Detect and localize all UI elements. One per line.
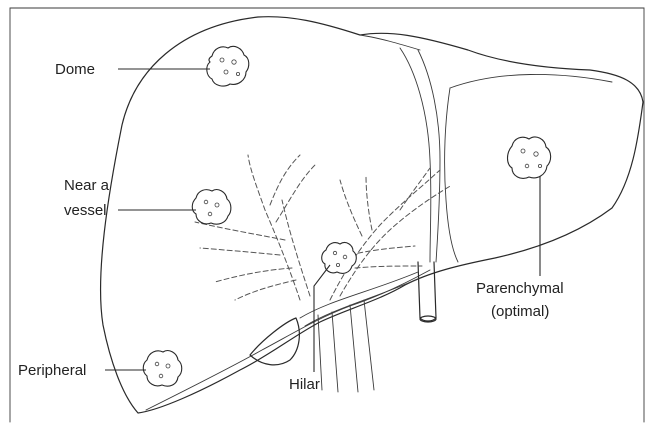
label-peripheral: Peripheral — [18, 362, 86, 379]
tumor-parenchymal — [508, 137, 551, 178]
tumor-peripheral — [143, 351, 182, 387]
label-parenchymal-line1: Parenchymal — [476, 280, 564, 297]
label-near-vessel-line1: Near a — [64, 177, 110, 194]
label-near-vessel-line2: vessel — [64, 202, 107, 219]
vena-cava-stub — [418, 262, 436, 322]
liver-outline — [101, 17, 643, 413]
tumor-near-vessel — [192, 190, 231, 225]
tumor-dome — [207, 46, 249, 86]
label-dome: Dome — [55, 61, 95, 78]
portal-vessels — [300, 272, 420, 392]
label-hilar: Hilar — [289, 376, 320, 393]
label-parenchymal-line2: (optimal) — [491, 303, 549, 320]
